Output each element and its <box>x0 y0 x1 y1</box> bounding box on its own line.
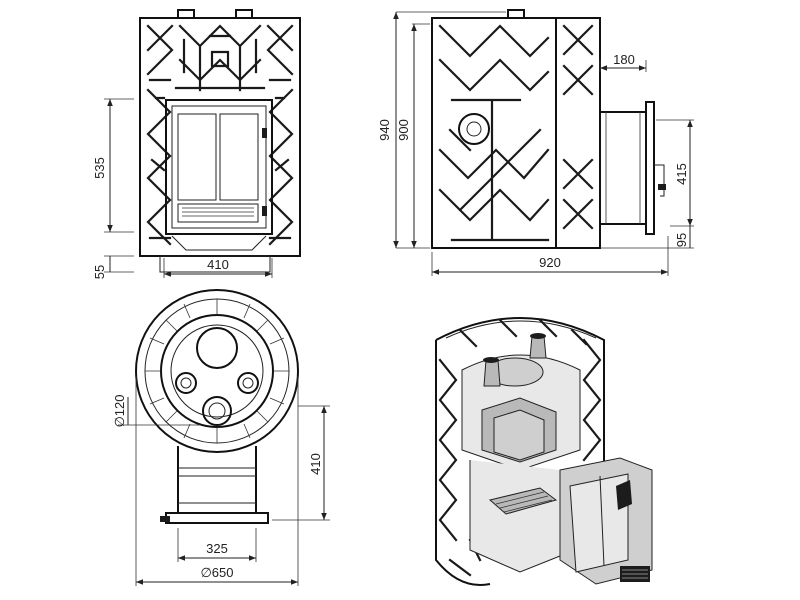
top-ring-ribs <box>145 299 289 443</box>
dim-side-flue: 180 <box>613 52 635 67</box>
side-lattice-pattern <box>438 24 594 242</box>
front-door-frame <box>165 99 273 235</box>
front-lattice-pattern <box>146 24 294 246</box>
cutaway-outer-shell <box>435 317 605 586</box>
dim-side-total-depth: 920 <box>539 255 561 270</box>
dim-front-base-height: 55 <box>92 265 107 279</box>
dim-side-total-height: 940 <box>377 119 392 141</box>
front-chimney-stub-right <box>235 9 253 19</box>
top-port-left <box>175 372 197 394</box>
front-chimney-stub-left <box>177 9 195 19</box>
top-outer-circle <box>135 289 299 453</box>
side-body-outline <box>431 17 601 249</box>
cutaway-pipe-left <box>483 359 501 387</box>
dim-front-door-height: 535 <box>92 157 107 179</box>
top-inner-ring <box>160 314 274 428</box>
side-view: 940 900 180 415 95 920 <box>377 9 694 276</box>
dim-side-tunnel-height: 415 <box>674 163 689 185</box>
cutaway-grate <box>488 487 558 515</box>
cutaway-3d-view <box>435 317 653 586</box>
side-chimney-stub <box>507 9 525 19</box>
front-ash-grate <box>177 203 259 223</box>
side-tunnel-flange <box>645 101 655 235</box>
dim-top-tunnel-length: 410 <box>308 453 323 475</box>
cutaway-pipe-right <box>529 335 547 359</box>
top-chimney-outlet <box>202 396 232 426</box>
dim-top-chimney-diameter: ∅120 <box>112 394 127 427</box>
front-base-legs <box>171 235 267 251</box>
front-view: 535 55 410 <box>92 9 301 279</box>
dim-side-body-height: 900 <box>396 119 411 141</box>
side-tunnel <box>599 111 647 225</box>
dim-top-diameter: ∅650 <box>200 565 233 580</box>
top-tunnel <box>177 446 257 513</box>
side-round-port-inner <box>466 121 482 137</box>
cutaway-lower-chamber <box>469 460 561 573</box>
dim-front-width: 410 <box>207 257 229 272</box>
front-door-glass-right <box>219 113 259 201</box>
front-door-inner <box>171 105 267 229</box>
dim-side-tunnel-base: 95 <box>674 233 689 247</box>
front-door-hinge-bottom <box>262 206 267 216</box>
side-round-port <box>458 113 490 145</box>
side-door-handle <box>654 164 665 197</box>
front-door-hinge-top <box>262 128 267 138</box>
top-view: ∅120 410 325 ∅650 <box>112 289 330 586</box>
top-hot-water-port <box>196 327 238 369</box>
top-port-right <box>237 372 259 394</box>
dim-top-tunnel-width: 325 <box>206 541 228 556</box>
cutaway-door-handle <box>616 480 632 510</box>
top-tunnel-flange <box>165 512 269 524</box>
front-door-glass-left <box>177 113 217 201</box>
